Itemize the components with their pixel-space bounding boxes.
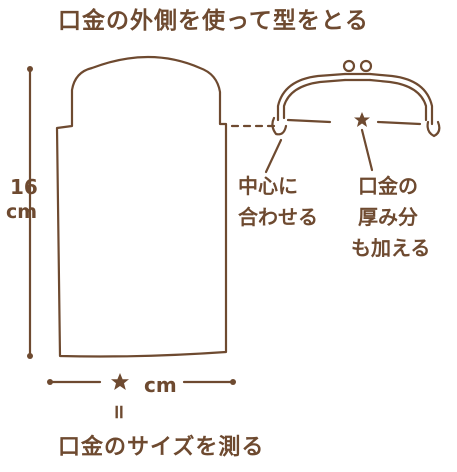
thickness-pointer-line <box>360 128 374 172</box>
bottom-note: 口金のサイズを測る <box>58 435 265 460</box>
height-value: 16 <box>10 175 38 199</box>
thickness-note-line3: も加える <box>351 236 431 260</box>
center-note-line1: 中心に <box>238 174 298 198</box>
purse-frame-icon <box>271 59 441 138</box>
width-star-icon <box>111 373 129 390</box>
equals-sign: = <box>107 403 132 421</box>
width-left-dot <box>47 379 53 385</box>
height-bottom-dot <box>27 353 33 359</box>
thickness-note-line1: 口金の <box>358 174 418 198</box>
height-top-dot <box>27 66 33 72</box>
pattern-outline <box>55 55 228 358</box>
diagram-title: 口金の外側を使って型をとる <box>58 8 369 34</box>
center-pointer-line <box>264 138 283 174</box>
thickness-note-line2: 厚み分 <box>358 205 418 229</box>
center-note-line2: 合わせる <box>238 205 318 229</box>
width-right-dot <box>230 379 236 385</box>
width-unit: cm <box>144 373 177 397</box>
height-unit: cm <box>6 201 38 223</box>
star-icon <box>354 112 370 127</box>
